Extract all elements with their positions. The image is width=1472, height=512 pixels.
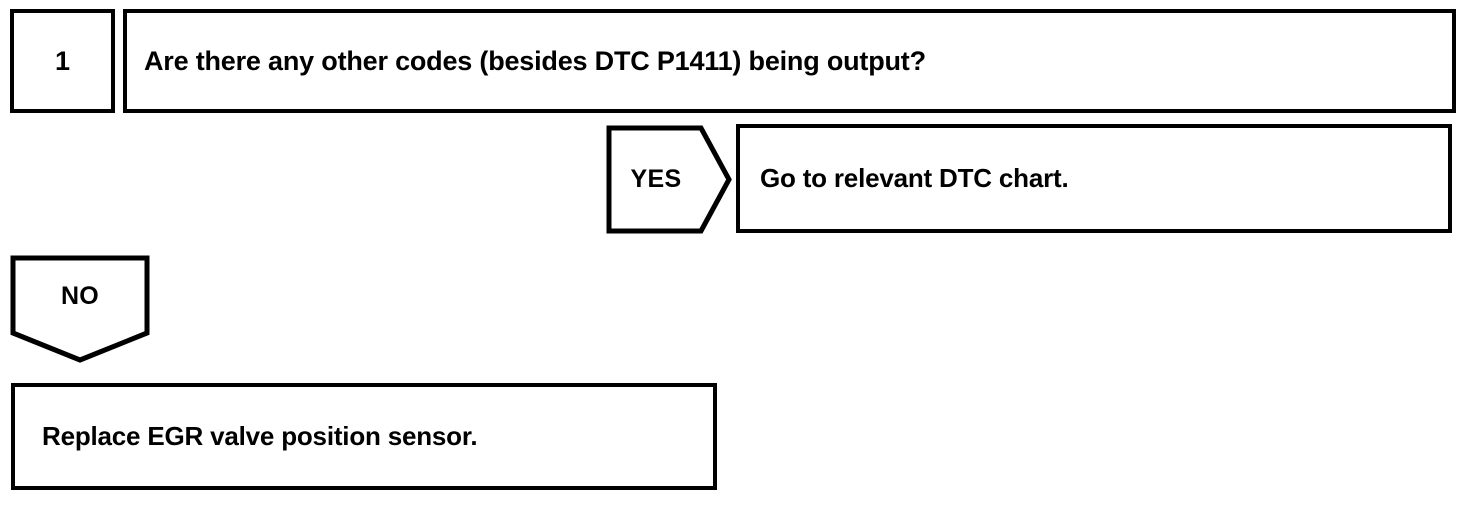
no-result-text: Replace EGR valve position sensor. [42,421,478,451]
step-question-box: Are there any other codes (besides DTC P… [123,9,1456,113]
yes-branch-label: YES [630,165,682,193]
yes-result-text: Go to relevant DTC chart. [760,163,1069,193]
no-result-box: Replace EGR valve position sensor. [11,383,717,490]
no-branch-label: NO [60,281,100,310]
arrow-down-icon [10,255,150,363]
yes-branch-arrow: YES [606,125,732,234]
step-number-cell: 1 [10,9,115,113]
no-branch-arrow: NO [10,255,150,363]
step-question-text: Are there any other codes (besides DTC P… [144,45,926,76]
arrow-right-icon [606,125,732,234]
step-number-label: 1 [54,45,71,76]
yes-result-box: Go to relevant DTC chart. [736,124,1452,233]
